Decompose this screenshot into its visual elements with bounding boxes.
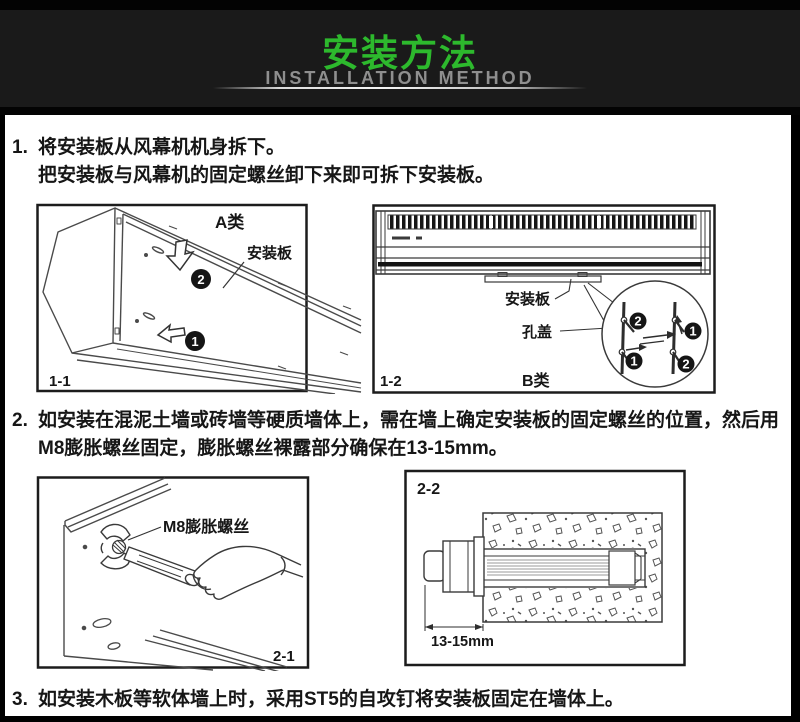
figure-2-2: 2-2 13-15mm (404, 469, 686, 667)
step-2-number: 2. (12, 410, 28, 431)
figure-2-2-id: 2-2 (417, 481, 440, 498)
page-title: 安装方法 (322, 33, 478, 74)
hole-cover-label: 孔盖 (522, 323, 552, 341)
step-2-line-2: M8膨胀螺丝固定，膨胀螺丝裸露部分确保在13-15mm。 (38, 438, 508, 459)
svg-text:2: 2 (634, 314, 641, 329)
arrow-down-icon (165, 239, 195, 272)
air-curtain-front-drawing (375, 210, 711, 283)
mounting-plate-label: 安装板 (247, 244, 293, 262)
figure-2-1: M8膨胀螺丝 2-1 (36, 476, 310, 671)
figure-1-1: 2 1 A类 安装板 1-1 (36, 203, 362, 394)
arrow-left-icon (156, 323, 186, 344)
step-1-line-1: 将安装板从风幕机机身拆下。 (38, 137, 286, 158)
figure-1-2: 2 1 1 2 安装板 孔盖 1-2 B类 (372, 204, 716, 394)
header-banner: 安装方法 INSTALLATION METHOD (0, 0, 800, 115)
svg-text:1: 1 (630, 354, 637, 369)
expansion-bolt-drawing (423, 536, 646, 597)
expansion-bolt-label: M8膨胀螺丝 (163, 517, 249, 536)
leader-line (127, 526, 162, 541)
figure-1-2-type-label: B类 (522, 371, 551, 390)
page-subtitle: INSTALLATION METHOD (265, 68, 535, 88)
step-3-number: 3. (12, 689, 28, 710)
figure-2-1-id: 2-1 (273, 648, 295, 665)
hole-cover-detail-circle: 2 1 1 2 (601, 280, 709, 388)
detail-badge-left-bottom: 1 (625, 352, 643, 370)
step-3-line-1: 如安装木板等软体墙上时，采用ST5的自攻钉将安装板固定在墙体上。 (38, 689, 624, 710)
figure-1-1-id: 1-1 (49, 373, 71, 390)
detail-badge-right-bottom: 2 (677, 355, 695, 373)
svg-text:1: 1 (191, 334, 198, 349)
step-1-number: 1. (12, 137, 28, 158)
wrench-and-hand-drawing (100, 523, 304, 600)
header-divider (213, 87, 587, 89)
figure-1-1-frame (36, 203, 308, 393)
step-2-line-1: 如安装在混泥土墙或砖墙等硬质墙体上，需在墙上确定安装板的固定螺丝的位置，然后用 (38, 410, 780, 431)
header-banner-bg (0, 10, 800, 107)
leader-line (222, 261, 245, 289)
air-curtain-perspective-drawing (42, 207, 362, 394)
figure-1-1-type-label: A类 (215, 212, 245, 232)
figure-1-2-id: 1-2 (380, 373, 402, 390)
detail-badge-right-top: 1 (684, 322, 702, 340)
dimension-label: 13-15mm (431, 634, 494, 650)
mounting-plate-label: 安装板 (505, 290, 551, 308)
step-badge-1: 1 (185, 331, 205, 351)
dimension-arrow-right (475, 624, 483, 630)
svg-text:1: 1 (689, 324, 696, 339)
svg-text:2: 2 (197, 272, 204, 287)
detail-badge-left-top: 2 (629, 312, 647, 330)
svg-text:2: 2 (682, 357, 689, 372)
step-1-line-2: 把安装板与风幕机的固定螺丝卸下来即可拆下安装板。 (38, 165, 495, 186)
dimension-lines (424, 585, 484, 631)
dimension-arrow-left (425, 624, 433, 630)
mounting-plate-drawing (63, 477, 288, 671)
step-badge-2: 2 (191, 269, 211, 289)
